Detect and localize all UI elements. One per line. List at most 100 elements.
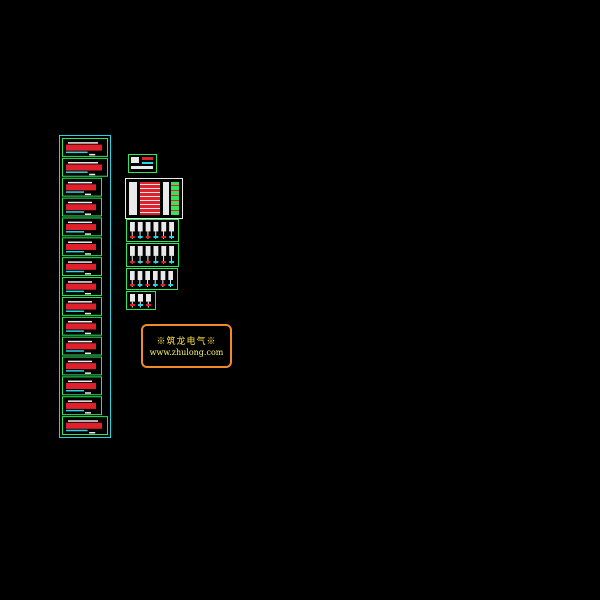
panel-circuit	[161, 236, 167, 238]
floor-plan-body	[66, 283, 96, 290]
panel-circuit	[137, 261, 143, 263]
floor-plan-wall	[68, 301, 92, 303]
panel-box	[137, 222, 143, 232]
panel-circuit	[160, 284, 166, 286]
floor-plan-titleblock	[89, 173, 96, 176]
floor-plan-wall	[68, 181, 92, 184]
floor-plan-wall	[68, 142, 98, 144]
panel-circuit	[169, 236, 174, 238]
floor-plan-wall	[68, 360, 92, 363]
diagram-riser-line	[140, 204, 160, 205]
diagram-riser-line	[140, 200, 160, 201]
floor-plan-body	[66, 144, 102, 151]
panel-sheet-4[interactable]	[126, 291, 156, 310]
system-diagram-sheet[interactable]	[125, 178, 183, 219]
diagram-green-column	[171, 182, 179, 215]
panel-circuit	[161, 261, 167, 263]
panel-schedule-4	[130, 294, 151, 308]
floor-plan-column[interactable]	[59, 135, 111, 438]
panel-box	[130, 271, 135, 280]
panel-feeder	[170, 231, 172, 239]
diagram-mark	[171, 205, 179, 206]
floor-plan-body	[66, 263, 96, 270]
panel-circuit	[153, 284, 158, 286]
panel-feeder	[139, 280, 141, 287]
floor-plan-titleblock	[85, 332, 91, 335]
floor-plan-wall	[68, 261, 92, 263]
floor-plan-titleblock	[89, 432, 96, 434]
panel-box	[169, 222, 174, 232]
legend-sheet-content	[131, 157, 153, 169]
panel-box	[130, 294, 135, 302]
floor-plan-axis	[66, 211, 84, 213]
panel-box	[161, 222, 167, 232]
stamp-url: www.zhulong.com	[149, 348, 224, 357]
panel-feeder	[155, 255, 157, 264]
panel-box	[160, 271, 166, 280]
panel-sheet-3[interactable]	[126, 268, 178, 290]
floor-plan-body	[66, 224, 96, 231]
panel-circuit	[145, 284, 150, 286]
floor-plan-axis	[66, 231, 84, 233]
panel-schedule-3	[130, 271, 173, 287]
panel-circuit	[137, 236, 143, 238]
diagram-mark	[171, 210, 179, 211]
panel-circuit	[130, 236, 135, 238]
floor-plan-body	[66, 422, 102, 429]
panel-feeder	[163, 231, 165, 239]
panel-feeder	[163, 255, 165, 264]
diagram-riser-line	[140, 212, 160, 213]
panel-sheet-1[interactable]	[126, 219, 179, 242]
panel-sheet-2[interactable]	[126, 243, 179, 267]
panel-feeder	[131, 231, 133, 239]
diagram-riser-line	[140, 188, 160, 189]
floor-plan-sheet	[62, 197, 102, 217]
diagram-white-column	[163, 182, 169, 215]
panel-box	[137, 246, 143, 256]
floor-plan-body	[66, 184, 96, 191]
floor-plan-axis	[66, 290, 84, 293]
floor-plan-titleblock	[85, 372, 91, 374]
watermark-stamp: ※筑龙电气※ www.zhulong.com	[141, 324, 232, 368]
panel-feeder	[147, 231, 149, 239]
floor-plan-body	[66, 343, 96, 350]
panel-circuit	[130, 284, 135, 286]
panel-box	[169, 246, 174, 256]
panel-circuit	[153, 261, 159, 263]
floor-plan-sheet	[62, 356, 102, 376]
panel-feeder	[170, 280, 172, 287]
stamp-title: ※筑龙电气※	[156, 337, 217, 347]
floor-plan-titleblock	[85, 312, 91, 315]
floor-plan-axis	[66, 250, 84, 253]
panel-box	[153, 246, 159, 256]
floor-plan-titleblock	[85, 213, 91, 215]
floor-plan-wall	[68, 340, 92, 343]
panel-box	[145, 222, 151, 232]
floor-plan-wall	[68, 162, 98, 164]
floor-plan-sheet	[62, 157, 108, 177]
panel-circuit	[145, 261, 151, 263]
floor-plan-sheet	[62, 336, 102, 356]
floor-plan-sheet	[62, 217, 102, 237]
panel-circuit	[168, 284, 173, 286]
floor-plan-axis	[66, 151, 88, 154]
floor-plan-wall	[68, 380, 92, 383]
floor-plan-body	[66, 402, 96, 409]
floor-plan-titleblock	[85, 352, 91, 355]
floor-plan-axis	[66, 350, 84, 352]
floor-plan-axis	[66, 191, 84, 193]
floor-plan-body	[66, 204, 96, 211]
legend-sheet[interactable]	[128, 154, 157, 173]
floor-plan-body	[66, 303, 96, 310]
floor-plan-titleblock	[85, 292, 91, 295]
floor-plan-wall	[68, 420, 98, 422]
floor-plan-sheet	[62, 396, 102, 416]
panel-circuit	[145, 236, 151, 238]
panel-feeder	[147, 255, 149, 264]
diagram-riser-line	[140, 184, 160, 185]
floor-plan-axis	[66, 429, 88, 432]
floor-plan-titleblock	[85, 392, 91, 394]
panel-box	[153, 222, 159, 232]
panel-box	[138, 294, 143, 302]
